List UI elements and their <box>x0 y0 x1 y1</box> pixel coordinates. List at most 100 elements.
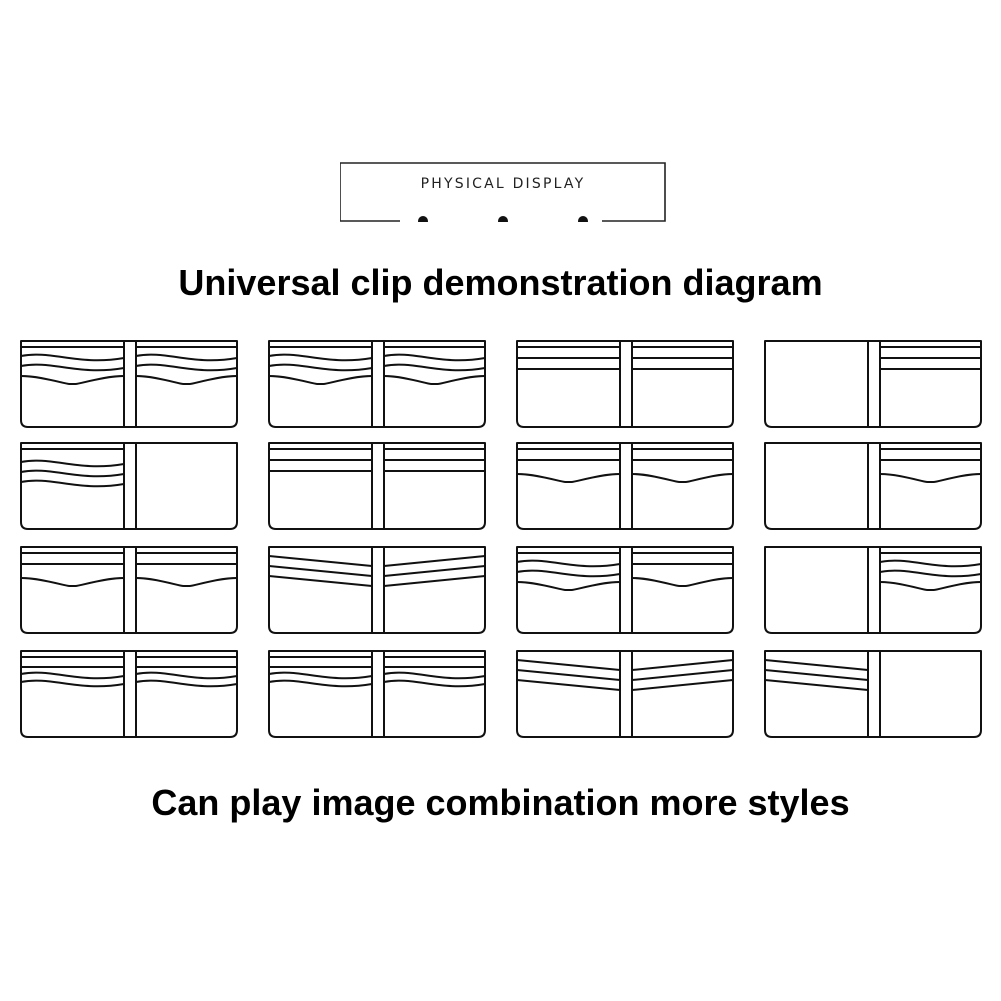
wallet-body <box>20 546 238 634</box>
wallet-outline <box>20 442 238 530</box>
wallet-body <box>20 650 238 738</box>
card-slot-line <box>516 679 621 691</box>
card-slot-line <box>268 565 373 577</box>
wallet-diagram <box>764 442 982 530</box>
wallet-body <box>764 650 982 738</box>
card-slot-line <box>383 671 486 680</box>
wallet-layout-grid <box>0 340 1001 750</box>
wallet-diagram <box>516 340 734 428</box>
wallet-body <box>764 442 982 530</box>
card-slot-line <box>516 569 621 578</box>
footer-caption: Can play image combination more styles <box>151 782 850 823</box>
badge-label: PHYSICAL DISPLAY <box>420 176 586 192</box>
card-slot-line <box>631 473 734 483</box>
card-slot-line <box>268 363 373 372</box>
card-slot-line <box>268 353 373 362</box>
wallet-outline <box>764 442 982 530</box>
card-slot-line <box>383 353 486 362</box>
physical-display-badge: PHYSICAL DISPLAY <box>340 162 666 222</box>
card-slot-line <box>135 353 238 362</box>
wallet-body <box>20 442 238 530</box>
wallet-diagram <box>268 442 486 530</box>
wallet-diagram <box>516 442 734 530</box>
wallet-outline <box>268 546 486 634</box>
card-slot-line <box>383 375 486 385</box>
wallet-diagram <box>516 650 734 738</box>
card-slot-line <box>20 577 125 587</box>
wallet-body <box>268 340 486 428</box>
card-slot-line <box>20 363 125 372</box>
card-slot-line <box>516 581 621 591</box>
card-slot-line <box>268 679 373 688</box>
card-slot-line <box>764 669 869 681</box>
card-slot-line <box>135 679 238 688</box>
card-slot-line <box>631 659 734 671</box>
page-title: Universal clip demonstration diagram <box>178 262 823 303</box>
card-slot-line <box>20 479 125 488</box>
wallet-diagram <box>268 650 486 738</box>
badge-frame <box>340 162 666 222</box>
badge-dot <box>418 216 428 222</box>
wallet-diagram <box>764 340 982 428</box>
card-slot-line <box>268 555 373 567</box>
wallet-outline <box>516 340 734 428</box>
card-slot-line <box>383 555 486 567</box>
card-slot-line <box>268 375 373 385</box>
wallet-diagram <box>268 546 486 634</box>
card-slot-line <box>879 581 982 591</box>
card-slot-line <box>135 375 238 385</box>
card-slot-line <box>135 363 238 372</box>
card-slot-line <box>20 679 125 688</box>
card-slot-line <box>135 671 238 680</box>
wallet-body <box>764 340 982 428</box>
wallet-body <box>20 340 238 428</box>
card-slot-line <box>879 559 982 568</box>
wallet-body <box>516 650 734 738</box>
wallet-outline <box>764 546 982 634</box>
wallet-outline <box>268 650 486 738</box>
badge-dot <box>498 216 508 222</box>
wallet-body <box>268 546 486 634</box>
card-slot-line <box>383 565 486 577</box>
card-slot-line <box>516 473 621 483</box>
wallet-body <box>516 442 734 530</box>
wallet-outline <box>764 650 982 738</box>
wallet-outline <box>764 340 982 428</box>
wallet-outline <box>516 546 734 634</box>
card-slot-line <box>20 353 125 362</box>
card-slot-line <box>20 671 125 680</box>
wallet-body <box>516 546 734 634</box>
wallet-diagram <box>764 546 982 634</box>
wallet-body <box>764 546 982 634</box>
card-slot-line <box>135 577 238 587</box>
wallet-outline <box>20 650 238 738</box>
card-slot-line <box>383 679 486 688</box>
wallet-outline <box>20 546 238 634</box>
wallet-outline <box>20 340 238 428</box>
wallet-diagram <box>20 442 238 530</box>
wallet-outline <box>516 650 734 738</box>
wallet-outline <box>268 340 486 428</box>
card-slot-line <box>631 577 734 587</box>
wallet-body <box>516 340 734 428</box>
wallet-diagram <box>20 650 238 738</box>
wallet-diagram <box>20 340 238 428</box>
card-slot-line <box>383 575 486 587</box>
card-slot-line <box>631 679 734 691</box>
card-slot-line <box>764 659 869 671</box>
card-slot-line <box>383 363 486 372</box>
card-slot-line <box>516 559 621 568</box>
card-slot-line <box>20 459 125 468</box>
wallet-body <box>268 442 486 530</box>
wallet-outline <box>516 442 734 530</box>
wallet-diagram <box>764 650 982 738</box>
card-slot-line <box>20 375 125 385</box>
wallet-body <box>268 650 486 738</box>
card-slot-line <box>879 473 982 483</box>
card-slot-line <box>268 671 373 680</box>
card-slot-line <box>879 569 982 578</box>
badge-dot <box>578 216 588 222</box>
card-slot-line <box>268 575 373 587</box>
wallet-diagram <box>516 546 734 634</box>
wallet-diagram <box>20 546 238 634</box>
